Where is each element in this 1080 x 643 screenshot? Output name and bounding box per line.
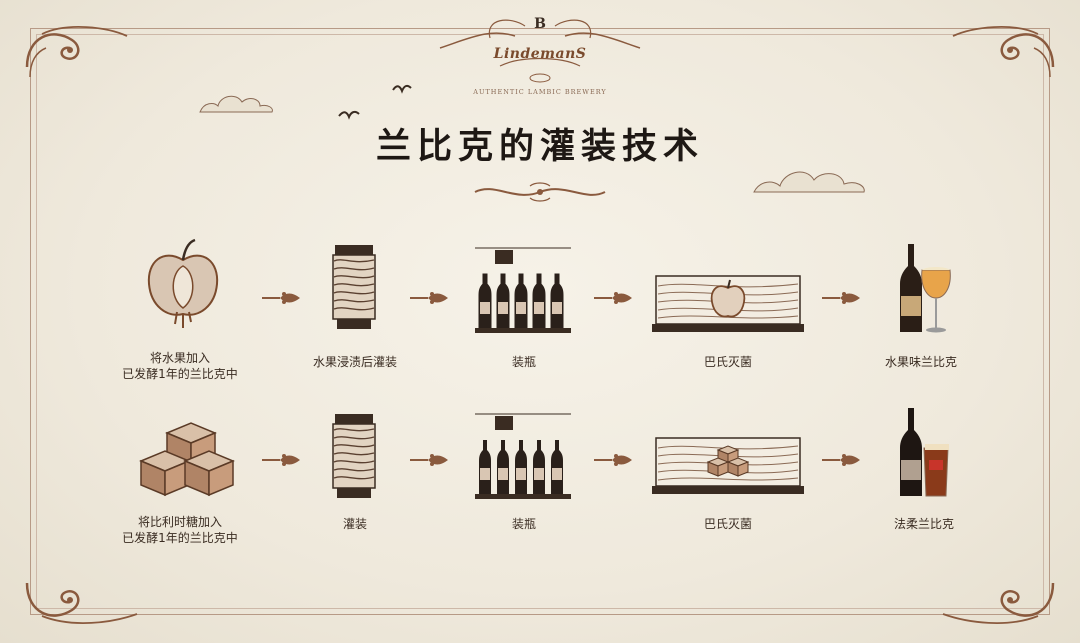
bottles-icon — [475, 244, 573, 334]
corner-ornament-top-right — [948, 22, 1058, 82]
bottles-icon — [475, 410, 573, 500]
step-label-line: 装瓶 — [494, 516, 554, 532]
apple-icon — [143, 238, 223, 330]
step-label: 装瓶 — [494, 354, 554, 370]
step-label: 灌装 — [320, 516, 390, 532]
step-label: 将比利时糖加入 已发酵1年的兰比克中 — [110, 514, 250, 546]
step-label-line: 水果味兰比克 — [866, 354, 976, 370]
corner-ornament-bottom-left — [22, 568, 142, 628]
step-label: 巴氏灭菌 — [688, 354, 768, 370]
step-label-line: 巴氏灭菌 — [688, 516, 768, 532]
step-label-line: 已发酵1年的兰比克中 — [110, 530, 250, 546]
pasteurize-apple-icon — [652, 274, 804, 334]
step-label-line: 已发酵1年的兰比克中 — [110, 366, 250, 382]
step-label: 水果味兰比克 — [866, 354, 976, 370]
arrow-right-icon — [260, 452, 302, 468]
arrow-right-icon — [592, 452, 634, 468]
brand-name: LindemanS — [430, 46, 650, 62]
faro-lambic-beer-icon — [896, 404, 952, 500]
barrel-icon — [331, 243, 377, 333]
arrow-right-icon — [820, 452, 862, 468]
page-title: 兰比克的灌装技术 — [340, 118, 740, 169]
barrel-icon — [331, 412, 377, 502]
step-label-line: 灌装 — [320, 516, 390, 532]
bird-icon — [392, 82, 412, 96]
svg-text:B: B — [534, 16, 546, 32]
sugar-cubes-icon — [137, 417, 237, 497]
step-label-line: 装瓶 — [494, 354, 554, 370]
step-label-line: 水果浸渍后灌装 — [295, 354, 415, 370]
brand-tagline: AUTHENTIC LAMBIC BREWERY — [430, 88, 650, 96]
step-label: 水果浸渍后灌装 — [295, 354, 415, 370]
step-label-line: 将水果加入 — [110, 350, 250, 366]
arrow-right-icon — [820, 290, 862, 306]
title-flourish-icon — [470, 180, 610, 204]
step-label-line: 法柔兰比克 — [876, 516, 972, 532]
cloud-right-icon — [750, 160, 870, 200]
step-label: 巴氏灭菌 — [688, 516, 768, 532]
corner-ornament-bottom-right — [938, 568, 1058, 628]
arrow-right-icon — [592, 290, 634, 306]
brand-logo: B LindemanS AUTHENTIC LAMBIC BREWERY — [430, 8, 650, 98]
cloud-left-icon — [196, 88, 276, 118]
step-label: 将水果加入 已发酵1年的兰比克中 — [110, 350, 250, 382]
arrow-right-icon — [408, 452, 450, 468]
step-label: 装瓶 — [494, 516, 554, 532]
step-label-line: 巴氏灭菌 — [688, 354, 768, 370]
fruit-lambic-beer-icon — [896, 240, 952, 336]
arrow-right-icon — [408, 290, 450, 306]
pasteurize-sugar-icon — [652, 436, 804, 496]
corner-ornament-top-left — [22, 22, 132, 82]
step-label: 法柔兰比克 — [876, 516, 972, 532]
step-label-line: 将比利时糖加入 — [110, 514, 250, 530]
arrow-right-icon — [260, 290, 302, 306]
